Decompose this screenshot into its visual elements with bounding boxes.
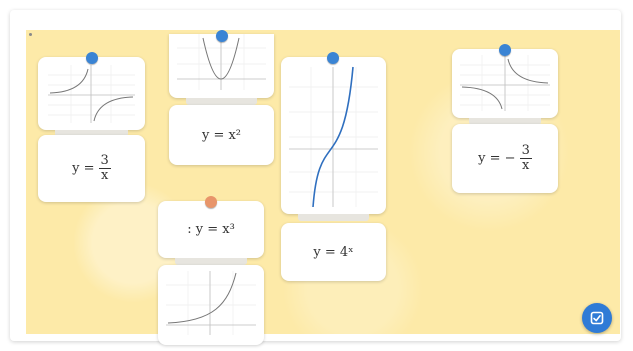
card-clip bbox=[55, 130, 128, 137]
corner-marker bbox=[29, 33, 32, 36]
fraction-numerator: 3 bbox=[98, 153, 111, 169]
label-card-x-cubed[interactable]: : y = x³ bbox=[158, 201, 264, 265]
label-card-x-squared[interactable]: y = x² bbox=[169, 105, 274, 165]
edit-check-icon bbox=[590, 311, 604, 325]
label-card-4-power-x[interactable]: y = 4ˣ bbox=[281, 223, 386, 281]
card-clip bbox=[468, 118, 542, 125]
fraction: 3 x bbox=[519, 143, 532, 173]
fraction-numerator: 3 bbox=[519, 143, 532, 159]
graph-card-cubic[interactable] bbox=[281, 57, 386, 221]
pin-icon bbox=[327, 52, 339, 64]
card-clip bbox=[174, 258, 248, 265]
pin-icon bbox=[499, 44, 511, 56]
fraction-denominator: x bbox=[101, 168, 109, 183]
label-text: y = 4ˣ bbox=[313, 244, 354, 260]
check-answer-button[interactable] bbox=[582, 303, 612, 333]
pin-icon bbox=[216, 30, 228, 42]
label-card-neg-3-over-x[interactable]: y = − 3 x bbox=[452, 124, 558, 193]
fraction-denominator: x bbox=[522, 158, 530, 173]
graph-card-exponential[interactable] bbox=[158, 265, 264, 345]
graph-card-parabola[interactable] bbox=[169, 34, 274, 105]
label-text: : y = x³ bbox=[187, 222, 235, 237]
graph-cubic-plot bbox=[289, 66, 378, 208]
fraction: 3 x bbox=[98, 153, 111, 183]
pin-icon bbox=[205, 196, 217, 208]
card-clip bbox=[297, 214, 370, 221]
label-lhs: y = bbox=[72, 161, 95, 176]
label-text: y = x² bbox=[201, 127, 242, 143]
graph-parabola-plot bbox=[177, 34, 266, 90]
pin-icon bbox=[86, 52, 98, 64]
graph-reciprocal-plot bbox=[48, 65, 135, 123]
graph-neg-reciprocal-plot bbox=[460, 55, 550, 111]
label-lhs: y = − bbox=[478, 151, 516, 166]
label-card-3-over-x[interactable]: y = 3 x bbox=[38, 135, 145, 202]
graph-card-reciprocal[interactable] bbox=[38, 57, 145, 137]
graph-card-neg-reciprocal[interactable] bbox=[452, 49, 558, 125]
card-clip bbox=[185, 98, 258, 105]
graph-exponential-plot bbox=[166, 271, 256, 335]
